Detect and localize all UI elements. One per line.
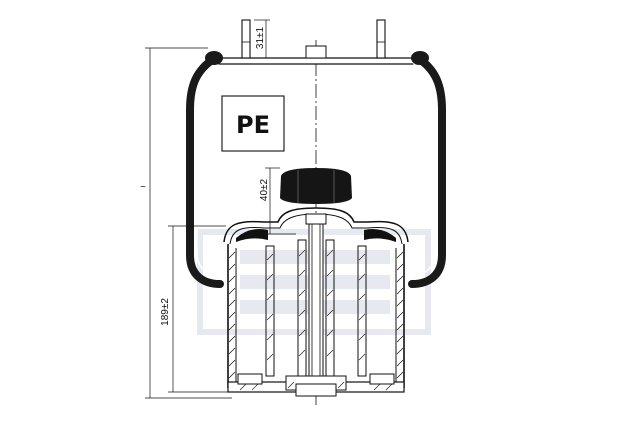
piston-base <box>227 373 405 397</box>
piston-body <box>227 239 405 388</box>
rubber-bellows <box>186 54 446 288</box>
piston-top <box>223 207 409 245</box>
bumper-height-label: 40±2 <box>259 178 270 201</box>
central-bolt <box>305 213 327 397</box>
overall-height-dimension: ~ <box>140 47 232 399</box>
stud-height-label: 31±1 <box>255 26 266 49</box>
top-plate <box>207 45 426 65</box>
pe-logo-text: PE <box>236 111 270 139</box>
rubber-bumper <box>280 168 352 204</box>
overall-height-marker: ~ <box>140 182 146 193</box>
pe-logo: PE <box>221 95 285 152</box>
piston-height-label: 189±2 <box>160 298 171 326</box>
mounting-stud-right <box>376 19 386 59</box>
bead-left <box>205 51 223 65</box>
bumper-height-dimension: 40±2 <box>259 167 296 235</box>
mounting-stud-left <box>241 19 251 59</box>
piston-height-dimension: 189±2 <box>160 225 228 393</box>
bead-right <box>411 51 429 65</box>
stud-height-dimension: 31±1 <box>254 19 270 59</box>
